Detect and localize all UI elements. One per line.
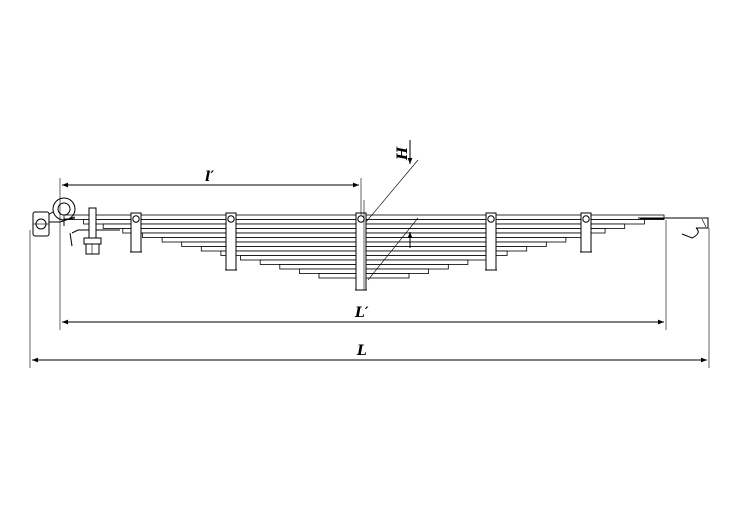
clamp-bolt <box>132 215 140 223</box>
dimension-H <box>365 140 419 281</box>
label-H: H <box>395 146 411 161</box>
leaf-clamp <box>225 212 237 271</box>
clamp-bolt <box>487 215 495 223</box>
clamp-group <box>130 212 592 291</box>
leaf-clamp <box>485 212 497 271</box>
extension-lines <box>29 178 710 368</box>
front-eye <box>32 197 120 247</box>
clamp-bolt <box>582 215 590 223</box>
leaf-clamp <box>355 212 367 291</box>
rear-eye <box>638 217 709 239</box>
front-bolt <box>83 207 102 255</box>
clamp-bolt <box>227 215 235 223</box>
label-l-prime: l′ <box>205 169 214 185</box>
label-L-prime: L′ <box>354 305 369 321</box>
label-L: L <box>356 343 367 359</box>
